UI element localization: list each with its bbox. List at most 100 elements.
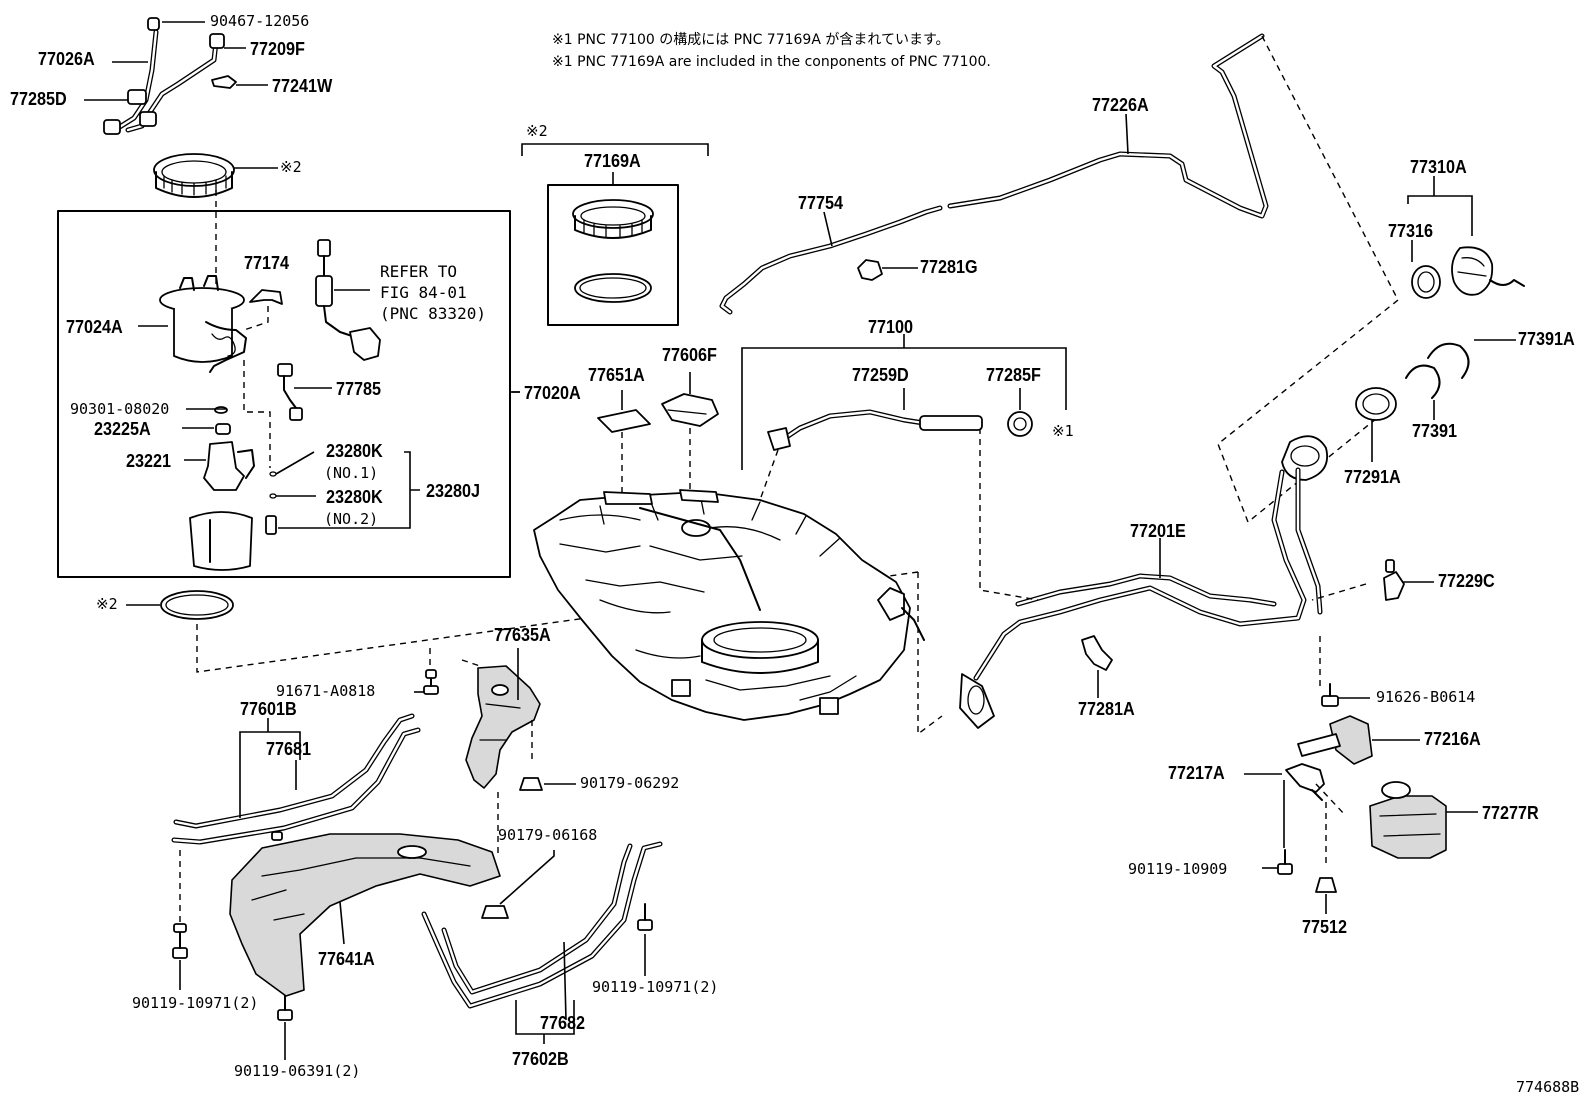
tank-strap-77602B [421,841,663,1009]
label-no1: (NO.1) [324,464,379,482]
tube-77754 [719,205,943,315]
label-91626-B0614: 91626-B0614 [1376,688,1476,706]
label-77310A: 77310A [1410,157,1467,177]
label-77216A: 77216A [1424,729,1481,749]
label-77291A: 77291A [1344,467,1401,487]
wire-harness-77785 [277,363,303,421]
label-77602B: 77602B [512,1049,569,1069]
vent-tube-assembly [103,17,237,135]
nut-77512 [1315,877,1337,893]
bolt-91626-B0614 [1321,683,1339,707]
label-77169A: 77169A [584,151,641,171]
refer-box-text: REFER TO FIG 84-01 (PNC 83320) [380,262,486,324]
fuel-cap-77310A [1411,246,1525,299]
label-77241W: 77241W [272,76,333,96]
tank-protector-77641A [229,833,501,997]
label-77217A: 77217A [1168,763,1225,783]
label-90179-06168: 90179-06168 [498,826,598,844]
label-77641A: 77641A [318,949,375,969]
label-77682: 77682 [540,1013,586,1033]
refer-line-2: FIG 84-01 [380,282,467,302]
label-77785: 77785 [336,379,382,399]
refer-line-1: REFER TO [380,262,458,281]
bolt-90119-06391 [277,995,293,1021]
label-77285F: 77285F [986,365,1041,385]
filler-pipe-77201E [959,435,1328,729]
snap-ring-77391A [1427,342,1470,379]
label-no2: (NO.2) [324,510,379,528]
clip-77281A [1081,635,1113,671]
label-77754: 77754 [798,193,844,213]
label-23225A: 23225A [94,419,151,439]
label-90119-10971-right: 90119-10971(2) [592,978,719,996]
label-90179-06292: 90179-06292 [580,774,680,792]
label-90119-10909: 90119-10909 [1128,860,1228,878]
fuel-pump-module [159,275,247,373]
protector-77606F [661,393,719,427]
tube-77226A [947,33,1269,219]
gasket-77169A [574,273,652,303]
bolt-90119-10971-left [172,923,188,959]
insulator-77651A [597,409,651,433]
label-90119-10971-left: 90119-10971(2) [132,994,259,1012]
label-77277R: 77277R [1482,803,1539,823]
bracket-77216A [1297,715,1373,765]
bolt-91671-A0818 [423,669,439,695]
pump-bracket-77174 [243,289,283,468]
gasket-ring-bottom [160,590,234,620]
label-90119-06391: 90119-06391(2) [234,1062,361,1080]
label-90301-08020: 90301-08020 [70,400,170,418]
label-77651A: 77651A [588,365,645,385]
label-23280K-2: 23280K [326,487,383,507]
hose-clamp-77285F [1007,411,1033,437]
seal-77291A [1355,387,1397,421]
label-77100: 77100 [868,317,914,337]
label-91671-A0818: 91671-A0818 [276,682,376,700]
bracket-77635A [465,665,541,789]
label-77020A: 77020A [524,383,581,403]
nut-90179-06292 [519,777,543,791]
clip-77281G [857,259,883,281]
lock-ring-top [153,153,235,198]
note-line-1: ※1 PNC 77100 の構成には PNC 77169A が含まれています。 [552,32,950,48]
label-77391A: 77391A [1518,329,1575,349]
label-77601B: 77601B [240,699,297,719]
label-77635A: 77635A [494,625,551,645]
nut-90179-06168 [481,905,509,919]
bolt-90119-10971-right [637,903,653,931]
figure-id: 774688B [1516,1078,1580,1096]
group-bracket-77169A [521,143,709,156]
small-pump-parts [189,406,277,571]
label-77391: 77391 [1412,421,1458,441]
fuel-tank-77020A [533,489,925,721]
label-23280J: 23280J [426,481,481,501]
sender-gauge-harness [315,239,381,361]
label-77606F: 77606F [662,345,717,365]
label-77209F: 77209F [250,39,305,59]
label-77026A: 77026A [38,49,95,69]
label-23280K-1: 23280K [326,441,383,461]
label-77229C: 77229C [1438,571,1495,591]
mark-2-top: ※2 [280,158,302,176]
label-77512: 77512 [1302,917,1348,937]
mark-2-bottom: ※2 [96,595,118,613]
label-77281A: 77281A [1078,699,1135,719]
lock-ring-77169A [572,199,654,239]
label-77259D: 77259D [852,365,909,385]
clip-77229C [1383,559,1405,601]
label-77201E: 77201E [1130,521,1186,541]
label-77024A: 77024A [66,317,123,337]
refer-line-3: (PNC 83320) [380,303,486,323]
mark-1-77285F: ※1 [1052,422,1074,440]
label-77316: 77316 [1388,221,1434,241]
label-90467-12056: 90467-12056 [210,12,310,30]
bolt-90119-10909 [1277,849,1293,875]
label-77226A: 77226A [1092,95,1149,115]
fuel-pump-assembly-box [57,210,511,578]
label-77174: 77174 [244,253,290,273]
label-23221: 23221 [126,451,172,471]
bracket-77217A [1285,763,1325,801]
tank-strap-77601B [171,713,421,845]
